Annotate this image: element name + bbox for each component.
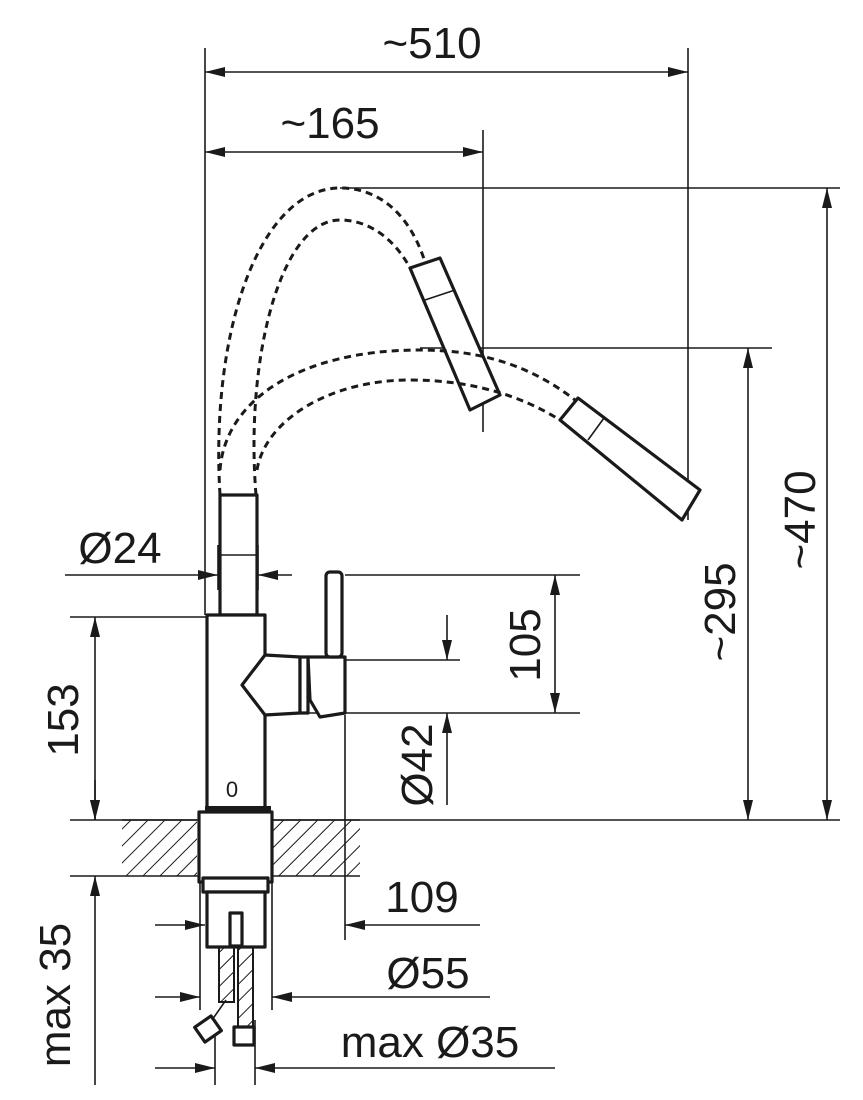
dim-body-depth: 109	[385, 873, 458, 922]
dimension-lines	[65, 67, 832, 1085]
dim-base-diameter: Ø55	[386, 949, 469, 998]
faucet-body: 0	[197, 493, 347, 949]
dim-total-height: ~470	[776, 470, 825, 569]
pulled-out-hose-upper	[217, 186, 502, 496]
supply-hoses	[193, 946, 256, 1047]
dim-max-hole-diameter: max Ø35	[341, 1018, 520, 1067]
dim-lever-height: 105	[501, 608, 550, 681]
dim-body-diameter: Ø42	[393, 723, 442, 806]
dimension-labels: ~510 ~165 ~470 ~295 Ø24 105 Ø42 153 109 …	[31, 19, 825, 1067]
pulled-out-hose-lower	[218, 348, 702, 522]
dim-spout-reach: ~165	[280, 99, 379, 148]
dim-max-counter-thickness: max 35	[31, 923, 80, 1067]
body-marking: 0	[226, 777, 238, 802]
dim-pipe-diameter: Ø24	[78, 524, 161, 573]
dim-body-height: 153	[39, 683, 88, 756]
dim-spout-height: ~295	[696, 562, 745, 661]
dim-total-reach: ~510	[382, 19, 481, 68]
